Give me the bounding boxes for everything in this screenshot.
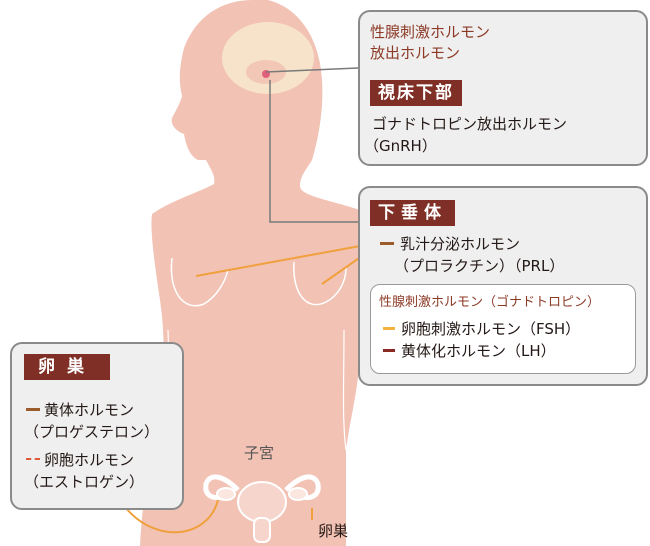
estrogen-abbr: （エストロゲン）	[24, 473, 145, 491]
pituitary-box: 下垂体 乳汁分泌ホルモン （プロラクチン）（PRL） 性腺刺激ホルモン（ゴナドト…	[358, 186, 648, 386]
ovary-figure-label: 卵巣	[318, 522, 349, 540]
brain-shape	[222, 22, 314, 94]
leader-line-hypothalamus	[265, 67, 359, 73]
uterus-illustration	[203, 474, 321, 543]
gonadotropin-subbox: 性腺刺激ホルモン（ゴナドトロピン） 卵胞刺激ホルモン（FSH） 黄体化ホルモン（…	[370, 284, 636, 374]
progesterone-name: 黄体ホルモン	[44, 401, 135, 419]
ovary-box: 卵巣 黄体ホルモン （プロゲステロン） 卵胞ホルモン （エストロゲン）	[10, 342, 184, 510]
leader-line-pituitary	[269, 80, 358, 223]
progesterone-abbr: （プロゲステロン）	[24, 423, 160, 441]
estrogen-name: 卵胞ホルモン	[44, 451, 135, 469]
ovary-arrow-left	[119, 499, 219, 534]
gnrh-abbr: （GnRH）	[364, 137, 437, 155]
body-silhouette	[140, 0, 364, 546]
lh-name: 黄体化ホルモン（LH）	[401, 342, 556, 360]
prolactin-name: 乳汁分泌ホルモン	[400, 235, 521, 253]
prolactin-abbr: （プロラクチン）（PRL）	[394, 257, 565, 275]
ovary-label: 卵巣	[24, 354, 110, 380]
gnrh-category-title: 性腺刺激ホルモン 放出ホルモン	[370, 23, 491, 62]
prolactin-arrow-left	[195, 241, 383, 277]
body-line-right	[342, 329, 347, 451]
fsh-name: 卵胞刺激ホルモン（FSH）	[401, 320, 581, 338]
gonadotropin-title: 性腺刺激ホルモン（ゴナドトロピン）	[379, 295, 601, 310]
fsh-marker	[383, 327, 395, 330]
uterus-label: 子宮	[244, 444, 275, 462]
lh-marker	[383, 349, 395, 352]
gnrh-name: ゴナドトロピン放出ホルモン	[372, 115, 568, 133]
hypothalamus-box: 性腺刺激ホルモン 放出ホルモン 視床下部 ゴナドトロピン放出ホルモン （GnRH…	[358, 10, 648, 166]
progesterone-marker	[26, 408, 40, 411]
prolactin-marker	[380, 242, 394, 245]
breast-left	[170, 257, 229, 307]
breast-right	[293, 261, 347, 306]
hypothalamus-label: 視床下部	[370, 80, 462, 106]
pituitary-label: 下垂体	[370, 200, 455, 226]
estrogen-marker	[26, 458, 40, 460]
